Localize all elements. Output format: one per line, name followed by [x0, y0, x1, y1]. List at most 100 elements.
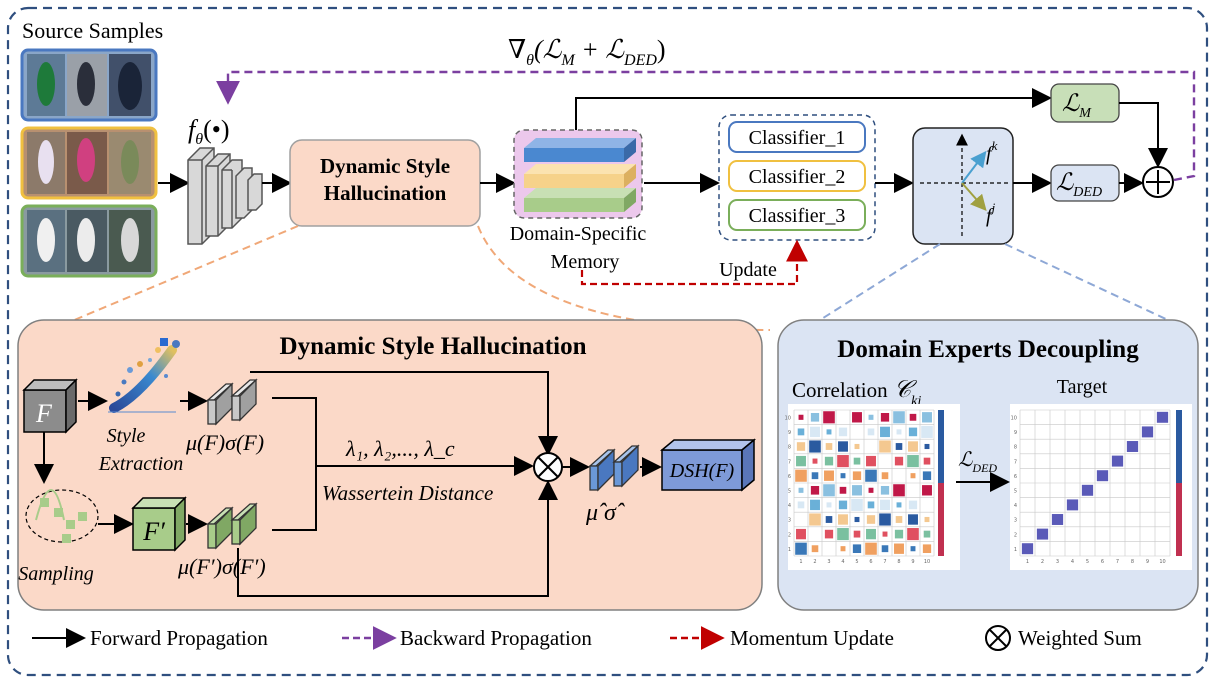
outer-frame — [6, 6, 1209, 677]
legend-momentum-label: Momentum Update — [730, 626, 894, 650]
ded-loss-label: ℒDED — [958, 449, 997, 475]
heatmap-cell — [824, 456, 834, 466]
lded-label: ℒDED — [1056, 170, 1102, 200]
target-colorbar-low — [1176, 483, 1182, 556]
sum-node — [1142, 166, 1174, 198]
stats-F-label: μ(F)σ(F) — [185, 430, 264, 455]
heatmap-cell — [810, 499, 820, 511]
tick-label: 4 — [1014, 503, 1017, 509]
tick-label: 2 — [813, 559, 816, 565]
heatmap-cell — [880, 499, 890, 511]
tick-label: 4 — [1071, 559, 1074, 565]
update-label: Update — [719, 259, 777, 281]
encoder-layers — [187, 147, 263, 245]
heatmap-cell — [879, 513, 891, 526]
heatmap-cell — [893, 484, 905, 497]
sample-group-green — [20, 204, 158, 278]
heatmap-cell — [838, 514, 848, 525]
heatmap-cell — [908, 427, 918, 437]
tick-label: 8 — [1014, 445, 1017, 451]
heatmap-cell — [867, 501, 875, 509]
sampling-label: Sampling — [18, 563, 94, 585]
feature-cube-Fprime — [131, 496, 187, 552]
heatmap-cell — [908, 500, 918, 510]
heatmap-cell — [1066, 499, 1079, 511]
source-samples-label: Source Samples — [22, 18, 163, 43]
tick-label: 7 — [1116, 559, 1119, 565]
heatmap-cell — [823, 484, 835, 497]
heatmap-cell — [796, 528, 806, 540]
tick-label: 2 — [788, 532, 791, 538]
heatmap-cell — [1051, 514, 1064, 525]
heatmap-cell — [894, 543, 904, 554]
expert-k-label: fk — [986, 138, 998, 165]
classifier-1-box — [728, 121, 866, 153]
tick-label: 9 — [1014, 430, 1017, 436]
heatmap-cell — [1036, 528, 1049, 540]
tick-label: 6 — [1014, 474, 1017, 480]
ded-zoom-left — [819, 243, 941, 321]
classifier-2-box — [728, 160, 866, 192]
tick-label: 10 — [1159, 559, 1165, 565]
tick-label: 4 — [788, 503, 791, 509]
heatmap-cell — [854, 516, 860, 523]
heatmap-cell — [1096, 470, 1109, 482]
heatmap-cell — [908, 514, 918, 525]
arrow-statsFp-to-sum — [237, 480, 558, 597]
tick-label: 9 — [1146, 559, 1149, 565]
tick-label: 1 — [1014, 547, 1017, 553]
target-label: Target — [1057, 376, 1108, 398]
classifier-1-label: Classifier_1 — [749, 127, 846, 149]
heatmap-cell — [893, 411, 905, 424]
correlation-colorbar-low — [938, 483, 944, 556]
feature-Fprime-label: F′ — [142, 517, 165, 546]
heatmap-cell — [838, 427, 848, 437]
heatmap-cell — [881, 545, 889, 553]
heatmap-cell — [922, 412, 932, 423]
heatmap-cell — [910, 473, 916, 479]
heatmap-cell — [824, 529, 834, 539]
heatmap-cell — [1156, 411, 1169, 423]
heatmap-cell — [866, 455, 876, 467]
dsh-zoom-left — [59, 225, 299, 327]
style-label-line2: Extraction — [98, 453, 183, 475]
tick-label: 3 — [1056, 559, 1059, 565]
experts-box — [912, 127, 1014, 245]
heatmap-cell — [921, 425, 933, 438]
heatmap-cell — [880, 426, 890, 438]
heatmap-cell — [851, 498, 863, 511]
memory-slab-yellow — [524, 164, 636, 188]
tick-label: 8 — [897, 559, 900, 565]
heatmap-cell — [923, 530, 931, 538]
heatmap-cell — [797, 501, 805, 509]
heatmap-cell — [1126, 441, 1139, 452]
sampling-plot — [25, 489, 99, 543]
memory-slab-green — [524, 188, 636, 212]
heatmap-cell — [797, 428, 805, 436]
heatmap-cell — [895, 443, 903, 450]
tick-label: 5 — [1086, 559, 1089, 565]
heatmap-cell — [795, 542, 807, 555]
heatmap-cell — [852, 471, 862, 481]
heatmap-cell — [795, 469, 807, 482]
heatmap-cell — [823, 411, 835, 424]
heatmap-cell — [838, 500, 848, 510]
heatmap-cell — [798, 414, 804, 420]
classifier-3-box — [728, 199, 866, 231]
heatmap-cell — [812, 458, 818, 464]
sample-group-blue — [20, 48, 158, 122]
tick-label: 3 — [827, 559, 830, 565]
tick-label: 9 — [911, 559, 914, 565]
heatmap-cell — [866, 515, 876, 524]
bracket-stats — [272, 397, 317, 531]
tick-label: 4 — [841, 559, 844, 565]
heatmap-cell — [810, 426, 820, 438]
heatmap-cell — [879, 440, 891, 453]
heatmap-cell — [840, 546, 846, 552]
memory-slab-blue — [524, 138, 636, 162]
gradient-label: ∇θ(ℒM + ℒDED) — [508, 35, 666, 69]
heatmap-cell — [852, 412, 862, 423]
heatmap-cell — [796, 442, 806, 451]
